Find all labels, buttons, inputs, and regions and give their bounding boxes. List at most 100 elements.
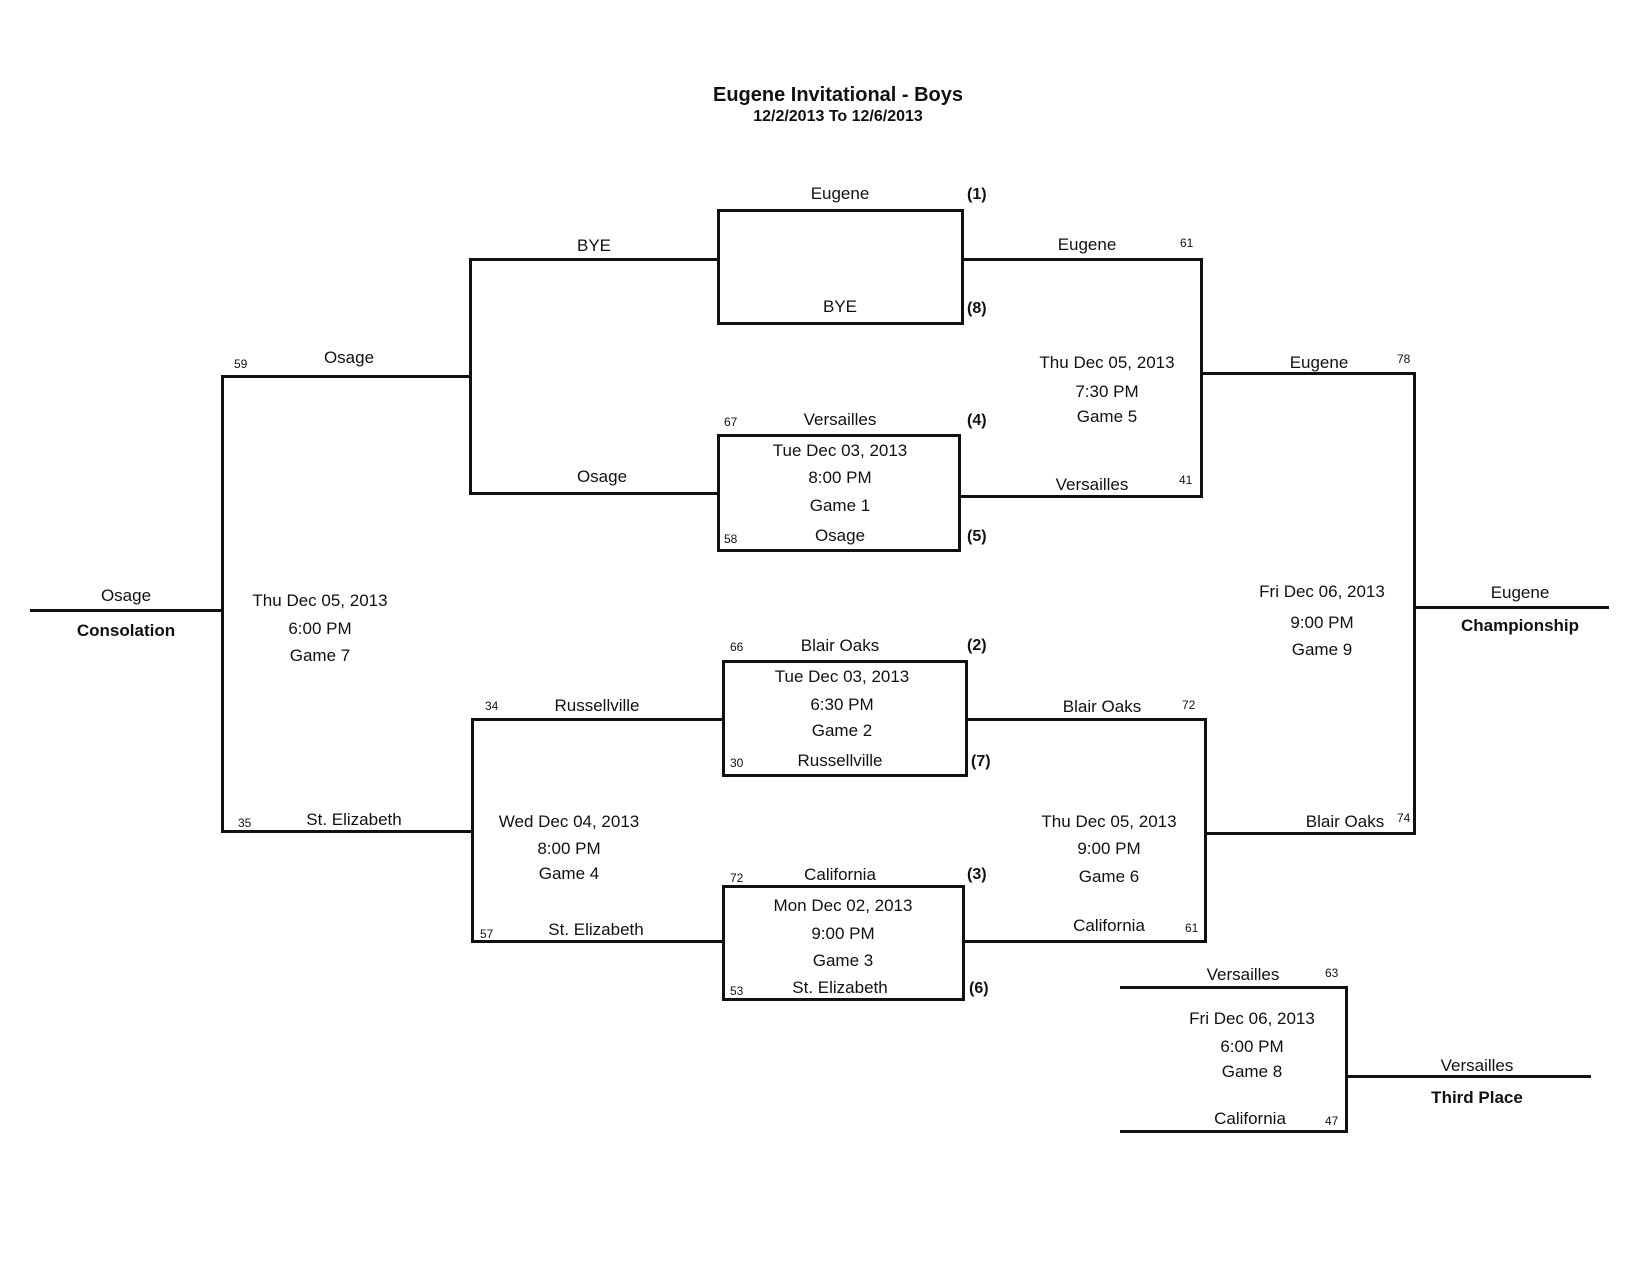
game3-time: 9:00 PM — [811, 924, 875, 943]
consolation-label: Consolation — [76, 621, 176, 640]
game4-date: Wed Dec 04, 2013 — [498, 812, 640, 831]
game4-bottom-team: St. Elizabeth — [548, 920, 644, 939]
game1-box-bottom-line — [718, 549, 961, 552]
bracket-dates: 12/2/2013 To 12/6/2013 — [753, 108, 923, 125]
game5-bottom-team: Versailles — [1055, 475, 1129, 494]
cons1-top-team: BYE — [576, 236, 612, 255]
game8-bottom-line — [1120, 1130, 1348, 1133]
game4-time: 8:00 PM — [537, 839, 601, 858]
game5-top-team: Eugene — [1057, 235, 1117, 254]
game5-bottom-score: 41 — [1179, 473, 1193, 487]
game5-top-score: 61 — [1180, 236, 1194, 250]
game5-top-line — [963, 258, 1203, 261]
championship-winner: Eugene — [1490, 583, 1550, 602]
cons1-top-line — [470, 258, 717, 261]
game8-time: 6:00 PM — [1220, 1037, 1284, 1056]
game4-bottom-score: 57 — [480, 927, 494, 941]
game5-date: Thu Dec 05, 2013 — [1039, 353, 1175, 372]
game6-time: 9:00 PM — [1077, 839, 1141, 858]
game3-box-right-line — [962, 885, 965, 1001]
game7-date: Thu Dec 05, 2013 — [252, 591, 388, 610]
third-place-line — [1345, 1075, 1591, 1078]
game7-bottom-team: St. Elizabeth — [306, 810, 402, 829]
seed-2-label: (2) — [967, 637, 987, 654]
game3-bottom-score: 53 — [730, 984, 744, 998]
game9-vertical-line — [1413, 372, 1416, 835]
seed-8-label: (8) — [967, 300, 987, 317]
game1-time: 8:00 PM — [808, 468, 872, 487]
game3-box-left-line — [722, 885, 725, 1001]
game3-box-bottom-line — [722, 998, 965, 1001]
cons1-bottom-line — [470, 492, 717, 495]
game2-time: 6:30 PM — [810, 695, 874, 714]
game8-bottom-score: 47 — [1325, 1114, 1339, 1128]
game3-box-top-line — [722, 885, 965, 888]
consolation-winner: Osage — [100, 586, 152, 605]
game1-bottom-team: Osage — [814, 526, 866, 545]
game5-vertical-line — [1200, 258, 1203, 498]
seed-3-label: (3) — [967, 866, 987, 883]
game6-top-line — [967, 718, 1207, 721]
game2-box-top-line — [722, 660, 968, 663]
game4-bottom-line — [472, 940, 722, 943]
game9-bottom-score: 74 — [1397, 811, 1411, 825]
game7-time: 6:00 PM — [288, 619, 352, 638]
game4-top-line — [472, 718, 722, 721]
game5-number: Game 5 — [1076, 407, 1138, 426]
game8-top-line — [1120, 986, 1348, 989]
game6-vertical-line — [1204, 718, 1207, 943]
game2-bottom-team: Russellville — [797, 751, 883, 770]
game2-box-bottom-line — [722, 774, 968, 777]
game5-bottom-line — [960, 495, 1203, 498]
game4-top-team: Russellville — [554, 696, 640, 715]
game6-bottom-score: 61 — [1185, 921, 1199, 935]
game9-bottom-team: Blair Oaks — [1305, 812, 1385, 831]
game1-box-right-line — [958, 434, 961, 552]
game8-top-team: Versailles — [1206, 965, 1280, 984]
game9-top-line — [1203, 372, 1416, 375]
game6-top-team: Blair Oaks — [1062, 697, 1142, 716]
game5-time: 7:30 PM — [1075, 382, 1139, 401]
game3-number: Game 3 — [812, 951, 874, 970]
game9-number: Game 9 — [1291, 640, 1353, 659]
game3-date: Mon Dec 02, 2013 — [773, 896, 913, 915]
game2-bottom-score: 30 — [730, 756, 744, 770]
game2-number: Game 2 — [811, 721, 873, 740]
bye-box-top-line — [718, 209, 963, 212]
game6-top-score: 72 — [1182, 698, 1196, 712]
game7-bottom-line — [222, 830, 472, 833]
seed1-team: Eugene — [810, 184, 870, 203]
game9-top-score: 78 — [1397, 352, 1411, 366]
game1-top-score: 67 — [724, 415, 738, 429]
game1-number: Game 1 — [809, 496, 871, 515]
game8-top-score: 63 — [1325, 966, 1339, 980]
cons1-vertical-line — [469, 258, 472, 495]
game2-top-score: 66 — [730, 640, 744, 654]
game7-top-team: Osage — [323, 348, 375, 367]
game6-date: Thu Dec 05, 2013 — [1041, 812, 1177, 831]
consolation-line — [30, 609, 222, 612]
championship-line — [1413, 606, 1609, 609]
game8-vertical-line — [1345, 986, 1348, 1133]
game2-top-team: Blair Oaks — [800, 636, 880, 655]
seed-1-label: (1) — [967, 186, 987, 203]
game3-top-score: 72 — [730, 871, 744, 885]
game7-bottom-score: 35 — [238, 816, 252, 830]
game9-bottom-line — [1207, 832, 1416, 835]
game6-bottom-team: California — [1073, 916, 1145, 935]
game7-vertical-line — [221, 375, 224, 833]
bye-box-right-line — [961, 209, 964, 325]
game4-number: Game 4 — [538, 864, 600, 883]
game2-box-left-line — [722, 660, 725, 777]
game3-top-team: California — [804, 865, 876, 884]
championship-label: Championship — [1460, 616, 1580, 635]
game3-bottom-team: St. Elizabeth — [792, 978, 888, 997]
game7-top-score: 59 — [234, 357, 248, 371]
seed-7-label: (7) — [971, 753, 991, 770]
seed-5-label: (5) — [967, 528, 987, 545]
game9-time: 9:00 PM — [1290, 613, 1354, 632]
game6-number: Game 6 — [1078, 867, 1140, 886]
game7-number: Game 7 — [289, 646, 351, 665]
game8-bottom-team: California — [1214, 1109, 1286, 1128]
game1-date: Tue Dec 03, 2013 — [772, 441, 908, 460]
